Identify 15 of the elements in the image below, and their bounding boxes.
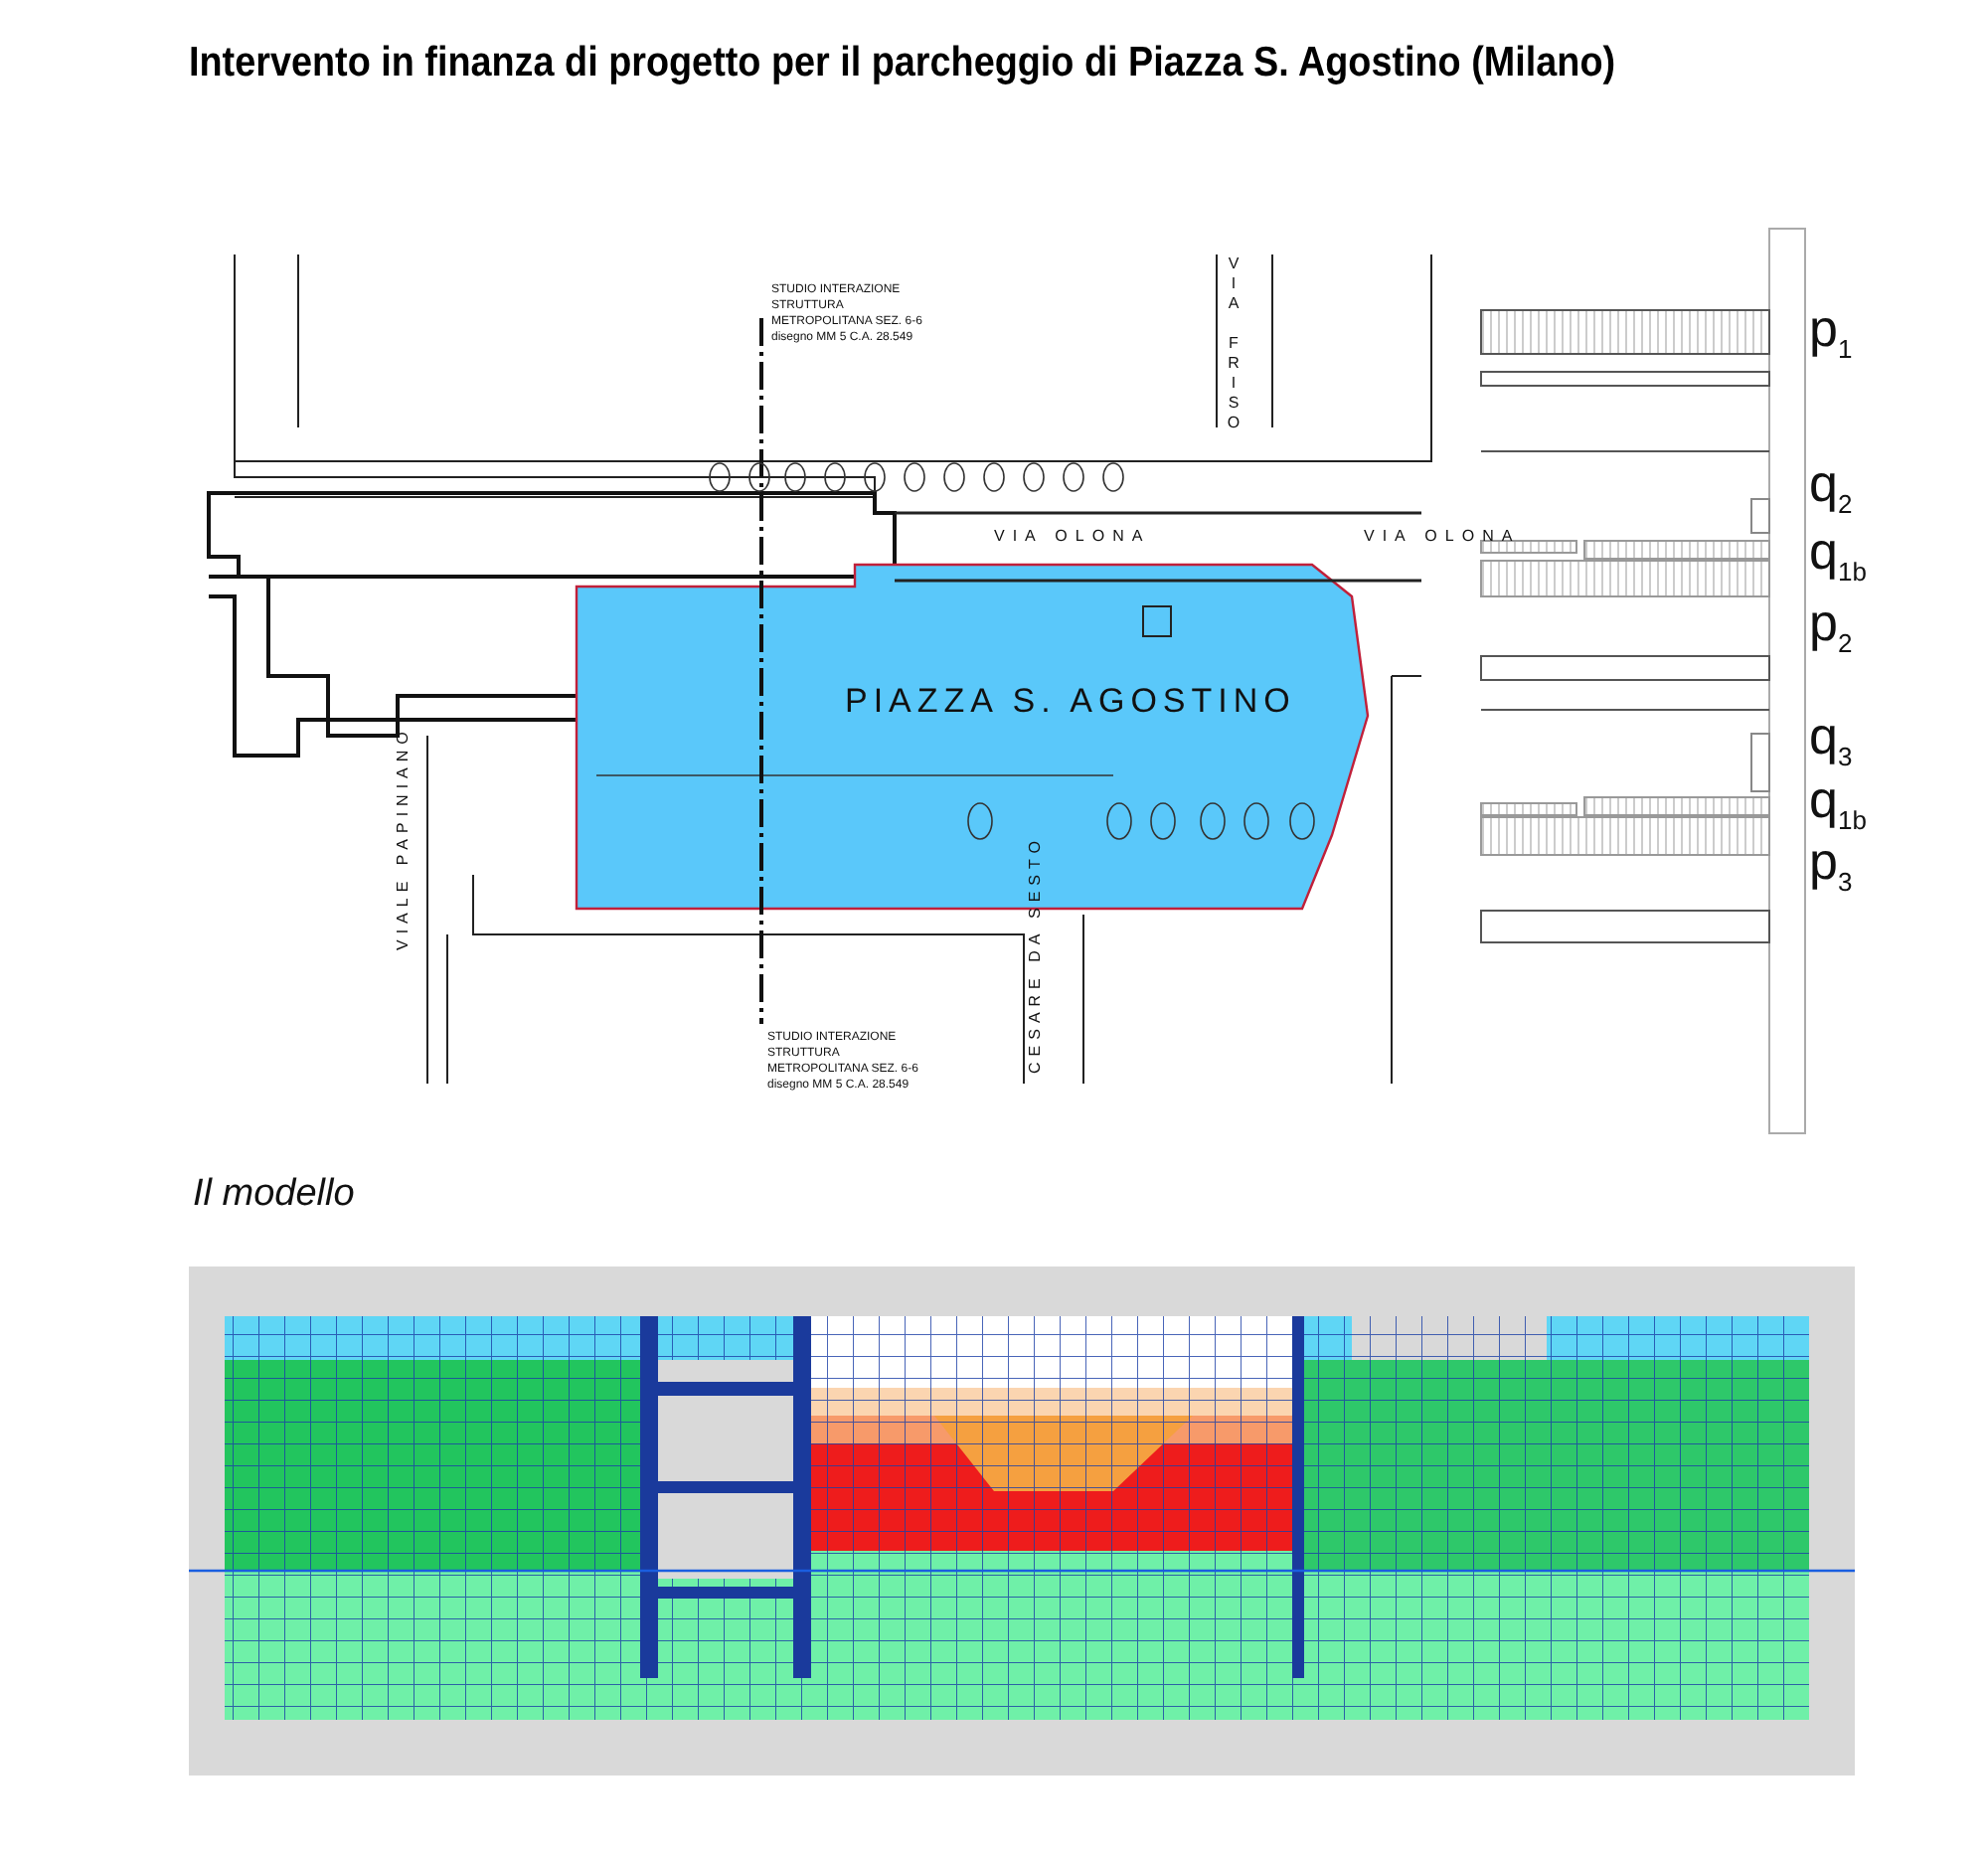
load-label: p$_{3}$	[1809, 831, 1853, 898]
load-label: q$_{1b}$	[1809, 521, 1867, 588]
load-label: p$_{2}$	[1809, 592, 1853, 659]
street-name: VIA OLONA	[1364, 527, 1521, 545]
load-label: p$_{1}$	[1809, 298, 1853, 365]
load-label: q$_{1b}$	[1809, 769, 1867, 836]
load-label: q$_{2}$	[1809, 453, 1853, 520]
figure-subtitle: Il modello	[193, 1173, 355, 1217]
street-name: VIA OLONA	[994, 527, 1151, 545]
load-label: q$_{3}$	[1809, 706, 1853, 772]
street-name: VIA FRISO	[1225, 254, 1242, 433]
street-name: VIALE PAPINIANO	[394, 726, 412, 950]
plan-title: Intervento in finanza di progetto per il parcheggio di Piazza S. Agostino (Milano)	[189, 38, 1618, 89]
street-name: CESARE DA SESTO	[1026, 835, 1044, 1074]
square-name: PIAZZA S. AGOSTINO	[845, 682, 1296, 722]
